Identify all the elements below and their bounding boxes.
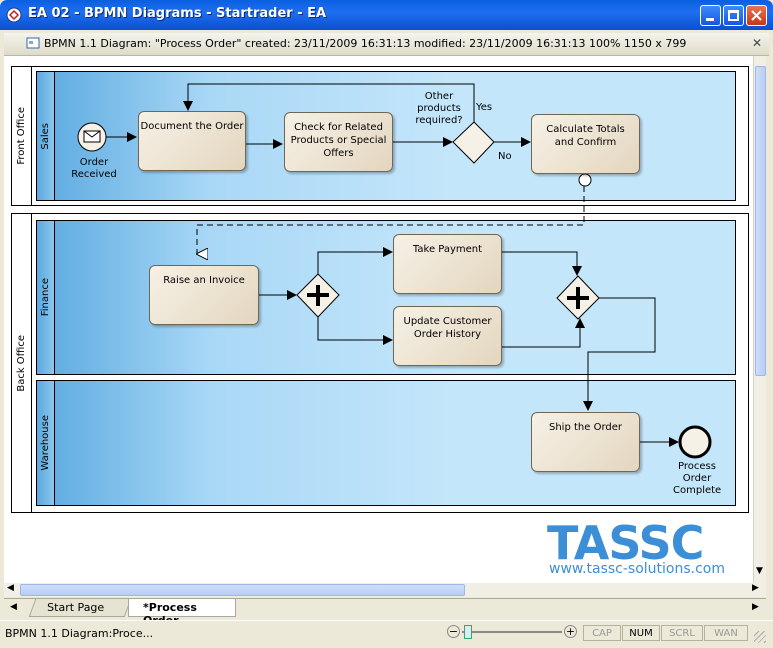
vertical-scrollbar[interactable]: ▼: [753, 56, 766, 583]
wan-indicator: WAN: [704, 625, 748, 641]
horizontal-scroll-thumb[interactable]: [20, 584, 465, 596]
scroll-left-icon[interactable]: ◀: [7, 583, 14, 593]
zoom-slider-handle[interactable]: [464, 625, 472, 639]
tab-scroll-left-icon[interactable]: ◀: [10, 602, 17, 612]
gateway-no-label: No: [498, 151, 512, 162]
cap-indicator: CAP: [583, 625, 621, 641]
resize-grip-icon[interactable]: [754, 631, 766, 643]
task-update-history[interactable]: Update Customer Order History: [393, 306, 502, 366]
zoom-in-icon[interactable]: +: [564, 625, 577, 638]
end-event[interactable]: [678, 425, 712, 459]
task-calculate-totals[interactable]: Calculate Totals and Confirm: [531, 114, 640, 174]
gateway-yes-label: Yes: [476, 102, 493, 113]
diagram-info: BPMN 1.1 Diagram: "Process Order" create…: [44, 37, 687, 50]
diagram-canvas[interactable]: Front Office Sales Back Office Finance W…: [4, 56, 766, 583]
vertical-scroll-thumb[interactable]: [755, 66, 766, 376]
task-document-order[interactable]: Document the Order: [138, 111, 246, 171]
scroll-down-icon[interactable]: ▼: [756, 566, 763, 576]
num-indicator: NUM: [622, 625, 660, 641]
parallel-join-gateway[interactable]: [556, 275, 600, 320]
lane-label-column: Finance: [37, 221, 55, 374]
task-check-products[interactable]: Check for Related Products or Special Of…: [284, 112, 393, 172]
tassc-logo: TASSC: [547, 516, 704, 570]
diagram-icon: [26, 37, 40, 49]
ea-app-icon: [6, 7, 22, 23]
title-bar[interactable]: EA 02 - BPMN Diagrams - Startrader - EA: [0, 0, 773, 30]
close-diagram-icon[interactable]: ✕: [752, 36, 763, 50]
pool-label-column: Front Office: [12, 67, 32, 205]
close-icon: [751, 10, 762, 21]
parallel-split-gateway[interactable]: [296, 273, 340, 318]
minimize-icon: [706, 18, 714, 21]
maximize-button[interactable]: [723, 5, 744, 26]
lane-label-column: Sales: [37, 72, 55, 200]
maximize-icon: [728, 10, 739, 21]
zoom-out-icon[interactable]: −: [447, 625, 460, 638]
zoom-slider[interactable]: [462, 625, 562, 639]
gateway-question-label: Other products required?: [415, 91, 463, 126]
window-title: EA 02 - BPMN Diagrams - Startrader - EA: [28, 6, 327, 21]
start-event[interactable]: [77, 122, 107, 152]
lane-label-column: Warehouse: [37, 381, 55, 505]
task-raise-invoice[interactable]: Raise an Invoice: [149, 265, 259, 325]
decision-gateway[interactable]: [452, 121, 495, 164]
status-bar: BPMN 1.1 Diagram:Proce... − + CAP NUM SC…: [0, 620, 773, 648]
tassc-url: www.tassc-solutions.com: [549, 561, 726, 577]
tab-bar: ◀ Start Page *Process Order ▶: [4, 598, 766, 627]
diagram-header: BPMN 1.1 Diagram: "Process Order" create…: [4, 33, 769, 56]
tab-start-page-label: Start Page: [47, 601, 105, 614]
minimize-button[interactable]: [700, 5, 721, 26]
message-flow-start: [578, 173, 592, 187]
scroll-right-icon[interactable]: ▶: [752, 583, 759, 593]
close-button[interactable]: [746, 5, 767, 26]
status-text: BPMN 1.1 Diagram:Proce...: [5, 627, 154, 640]
task-ship-order[interactable]: Ship the Order: [531, 412, 640, 472]
task-take-payment[interactable]: Take Payment: [393, 234, 502, 294]
horizontal-scrollbar[interactable]: ◀ ▶: [4, 583, 766, 597]
pool-label-column: Back Office: [12, 214, 32, 512]
end-event-label: Process Order Complete: [673, 461, 722, 496]
start-event-label: Order Received: [71, 157, 117, 180]
tab-start-page[interactable]: Start Page: [28, 599, 132, 617]
tab-scroll-right-icon[interactable]: ▶: [752, 602, 759, 612]
scrl-indicator: SCRL: [661, 625, 703, 641]
tab-process-order[interactable]: *Process Order: [128, 599, 236, 627]
flow-connectors: [77, 83, 712, 459]
